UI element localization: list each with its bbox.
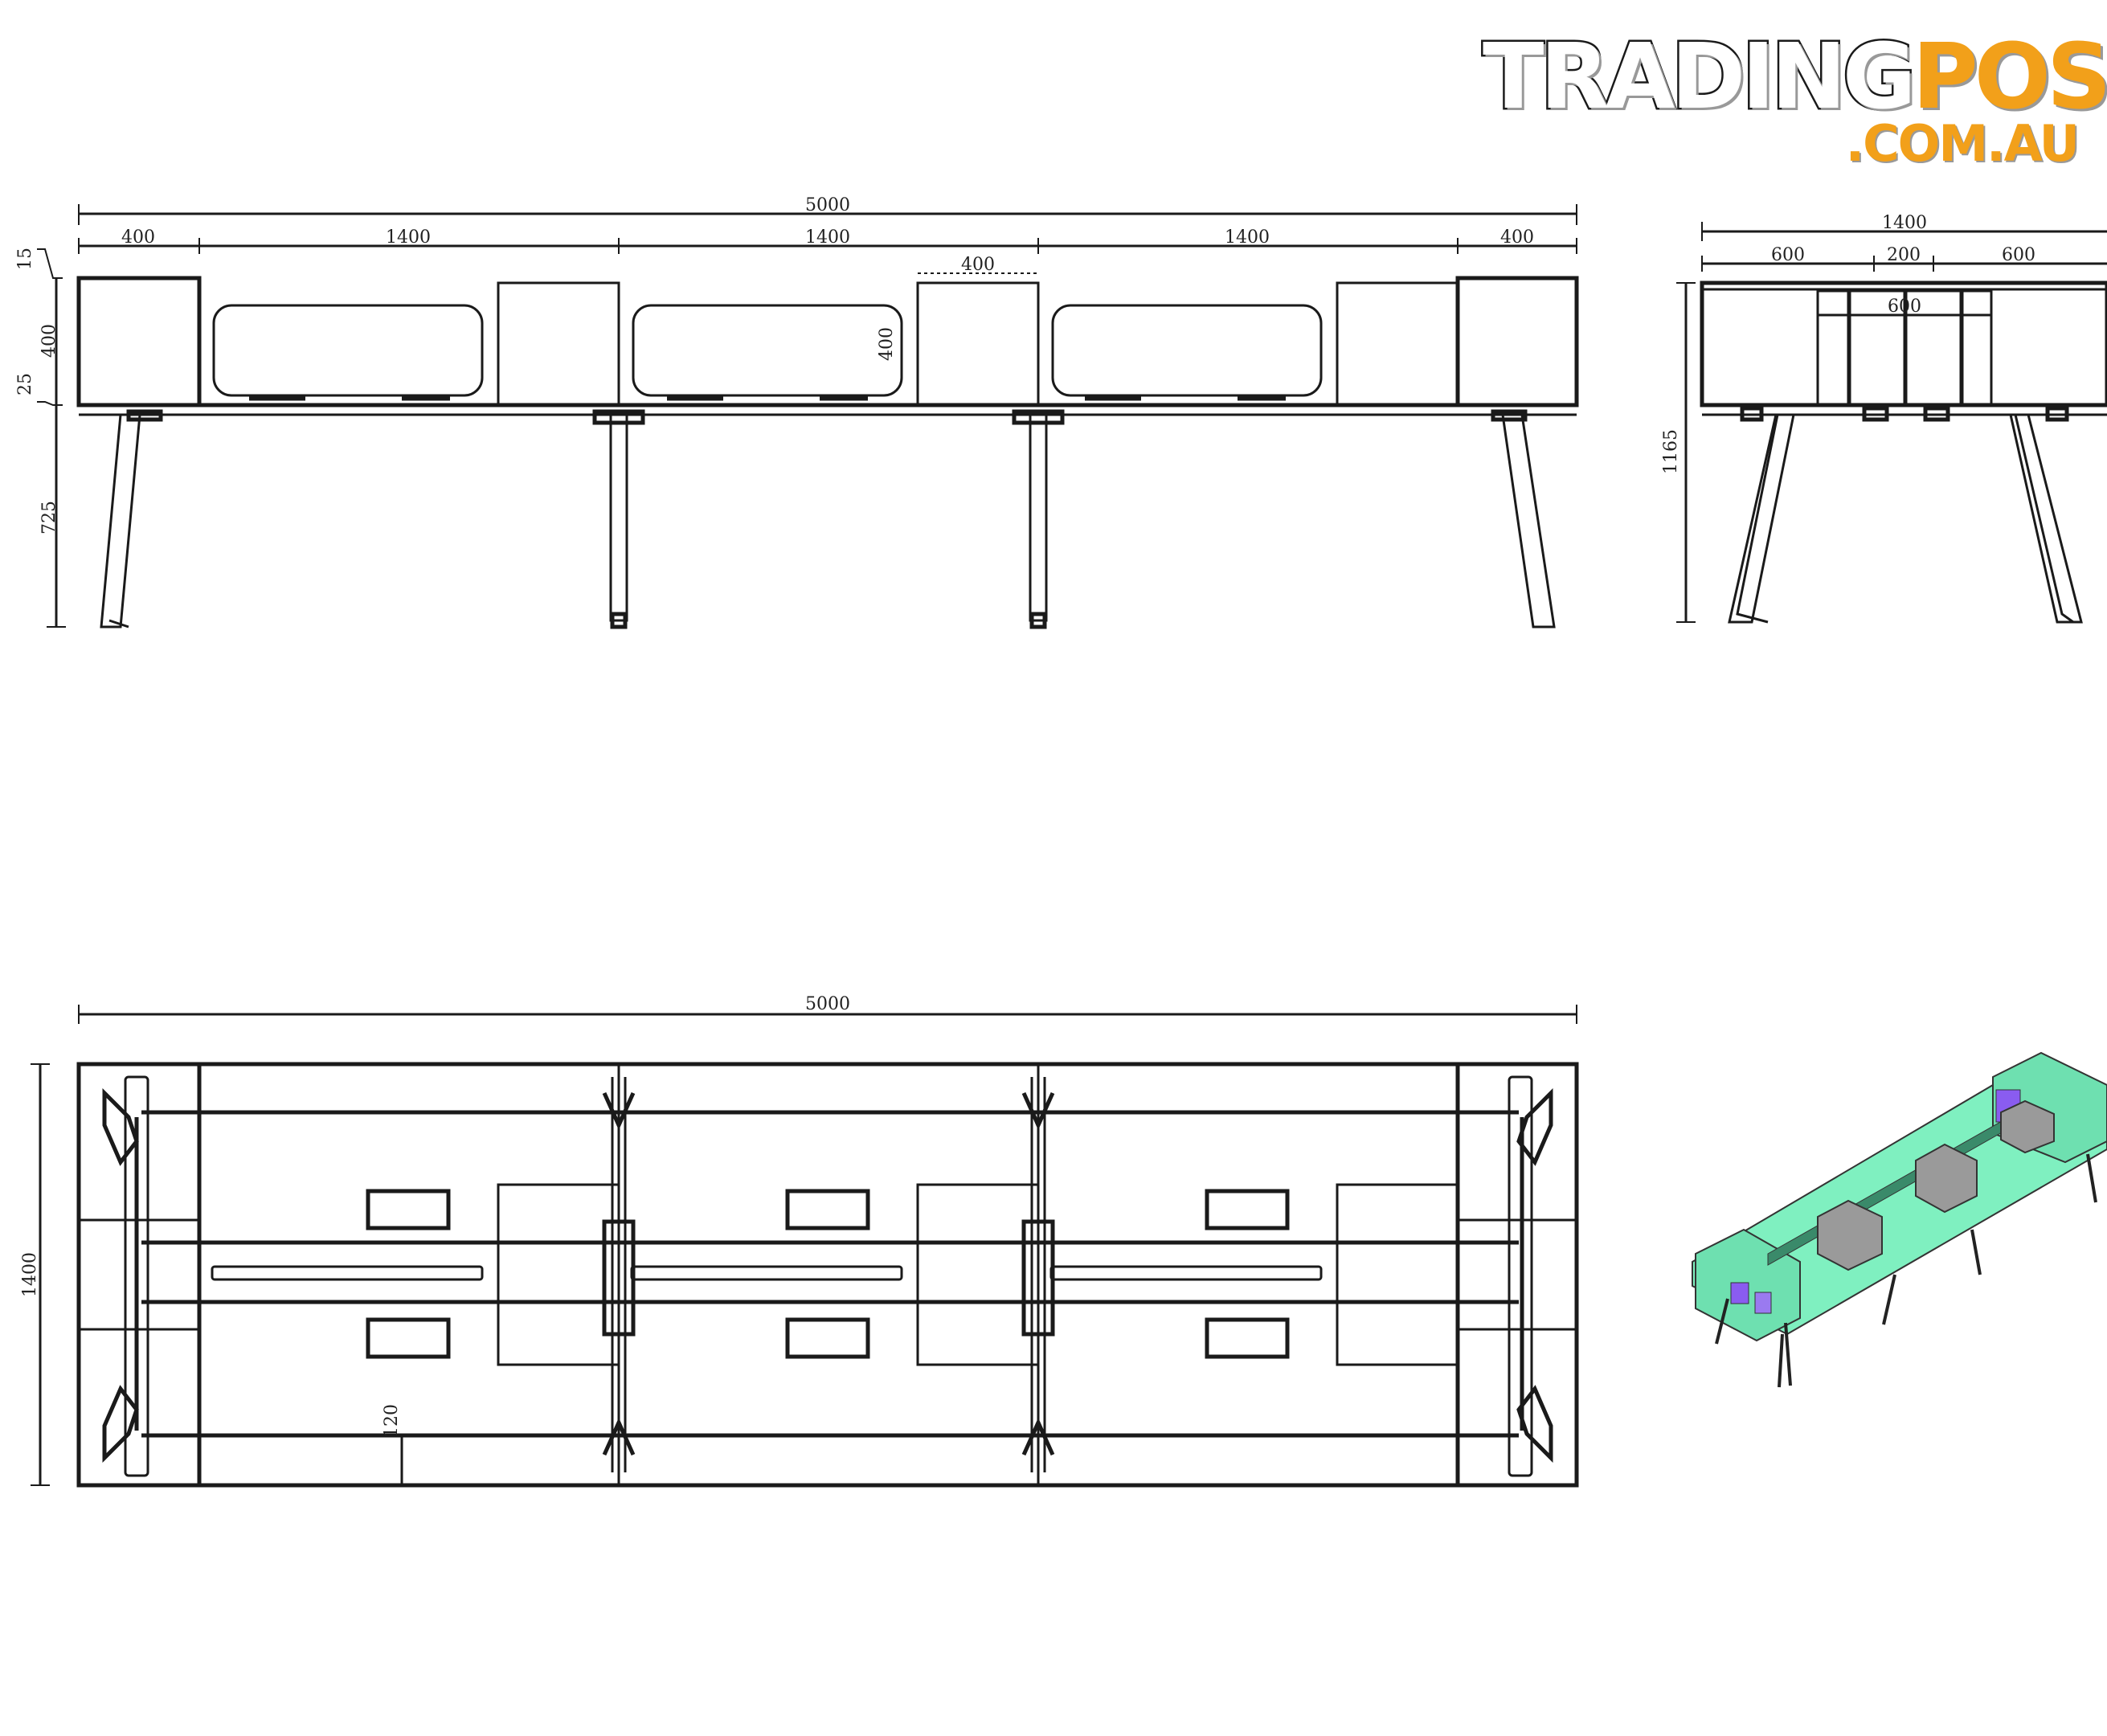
front-segment-label: 1400 <box>386 227 431 248</box>
side-segment-dimensions: 600 200 600 <box>1701 245 2107 272</box>
front-segment-label: 1400 <box>805 227 850 248</box>
top-thickness-label: 15 <box>15 248 35 270</box>
side-overall-dimension: 1400 <box>1701 213 2107 241</box>
front-segment-label: 400 <box>121 227 155 248</box>
center-module-label: 400 <box>961 255 995 275</box>
iso-left-cubby <box>1730 1282 1749 1304</box>
logo-wordmark: TRADINGPOST <box>1481 31 2107 125</box>
front-overall-label: 5000 <box>805 195 850 215</box>
front-height-dimensions: 15 400 25 725 <box>15 248 66 628</box>
logo-post-text: POST <box>1911 25 2107 129</box>
tradingpost-logo: TRADINGPOST .COM.AU <box>1481 31 2107 177</box>
plan-leg-brackets <box>102 1087 1553 1464</box>
iso-storage-box <box>1817 1199 1883 1271</box>
front-elevation: 5000 400 1400 1400 1400 400 400 400 <box>15 195 1579 629</box>
iso-left-cubby <box>1754 1292 1772 1314</box>
plan-end-panels <box>124 1075 1533 1477</box>
plan-depth-label: 1400 <box>20 1252 40 1297</box>
plan-view: 5000 1400 <box>20 994 1579 1488</box>
leg-height-label: 725 <box>39 501 59 534</box>
plan-detail-label: 120 <box>382 1404 402 1438</box>
side-inner-label: 600 <box>1888 297 1921 317</box>
iso-storage-box <box>2000 1099 2055 1154</box>
gap-height-label: 25 <box>15 373 35 395</box>
side-elevation: 1400 600 200 600 1165 600 <box>1661 213 2107 624</box>
side-overall-label: 1400 <box>1882 213 1927 233</box>
center-module-dimension: 400 400 <box>877 255 1038 361</box>
side-segment-label: 200 <box>1887 245 1921 265</box>
side-legs <box>1728 414 2083 624</box>
front-overall-dimension: 5000 <box>78 195 1577 225</box>
logo-trading-text: TRADING <box>1481 25 1919 129</box>
side-desk-body: 600 <box>1700 280 2107 422</box>
isometric-view <box>1692 1051 2107 1388</box>
iso-legs <box>1715 1153 2097 1388</box>
front-segment-label: 1400 <box>1225 227 1270 248</box>
logo-domain-text: .COM.AU <box>1844 113 2080 174</box>
front-legs <box>100 409 1556 629</box>
plan-beams <box>134 1077 1524 1472</box>
front-desk-body <box>76 276 1579 416</box>
plan-depth-dimension: 1400 <box>20 1063 50 1486</box>
front-segment-label: 400 <box>1500 227 1534 248</box>
module-height-label: 400 <box>39 324 59 358</box>
iso-storage-box <box>1915 1143 1978 1214</box>
center-module-height-label: 400 <box>877 327 897 361</box>
plan-detail-dimension: 120 <box>382 1404 403 1485</box>
plan-modules <box>211 1183 1459 1366</box>
plan-overall-dimension: 5000 <box>78 994 1577 1024</box>
plan-width-label: 5000 <box>805 994 850 1014</box>
plan-outline <box>76 1062 1579 1488</box>
side-height-label: 1165 <box>1661 429 1681 474</box>
side-height-dimension: 1165 <box>1661 282 1696 623</box>
side-segment-label: 600 <box>2002 245 2035 265</box>
front-segment-dimensions: 400 1400 1400 1400 400 <box>78 227 1577 254</box>
side-segment-label: 600 <box>1771 245 1805 265</box>
